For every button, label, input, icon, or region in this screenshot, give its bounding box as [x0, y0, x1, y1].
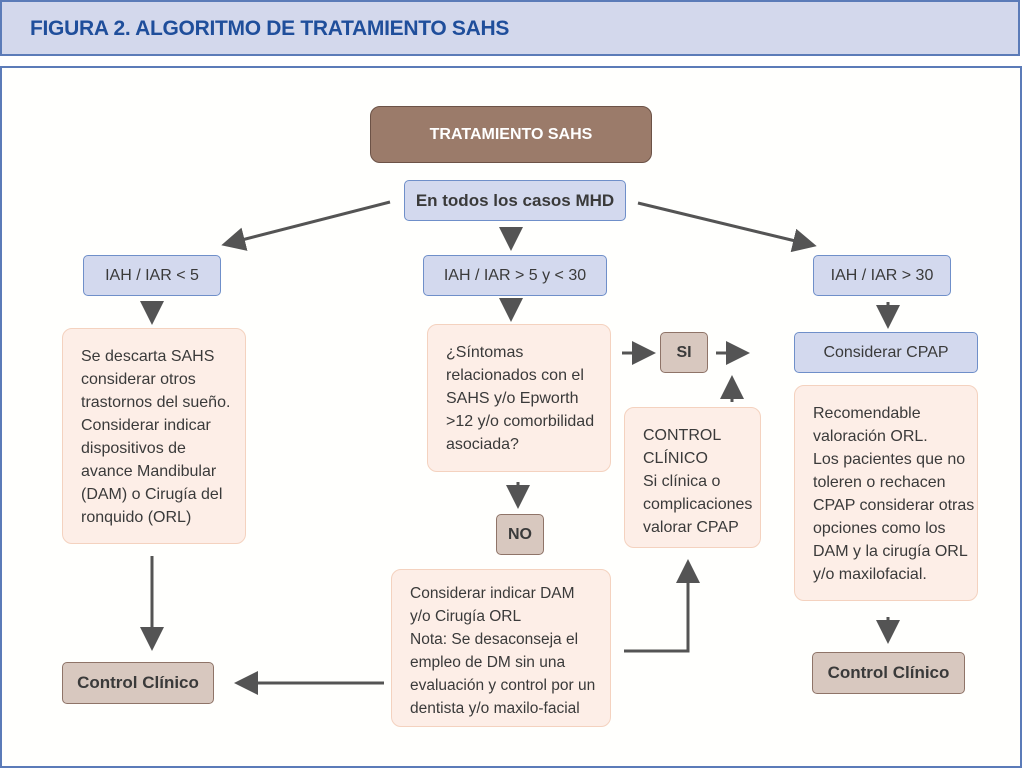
all-cases-node: En todos los casos MHD: [404, 180, 626, 221]
text-line: (DAM) o Cirugía del: [81, 486, 223, 503]
low-description: Se descarta SAHS considerar otros trasto…: [62, 328, 246, 544]
high-description: Recomendable valoración ORL. Los pacient…: [794, 385, 978, 601]
arrow-no-desc-to-control-box: [624, 559, 700, 653]
text-line: Si clínica o: [643, 473, 721, 490]
consider-cpap-node: Considerar CPAP: [794, 332, 978, 373]
no-node: NO: [496, 514, 544, 555]
iah-low-node: IAH / IAR < 5: [83, 255, 221, 296]
figure-title: FIGURA 2. ALGORITMO DE TRATAMIENTO SAHS: [30, 17, 510, 40]
text-line: CPAP considerar otras: [813, 497, 975, 514]
mid-question: ¿Síntomas relacionados con el SAHS y/o E…: [427, 324, 611, 472]
text-line: CONTROL: [643, 427, 722, 444]
yes-node: SI: [660, 332, 708, 373]
control-right-label: Control Clínico: [827, 663, 950, 682]
text-line: valorar CPAP: [643, 519, 739, 536]
text-line: trastornos del sueño.: [81, 394, 231, 411]
text-line: empleo de DM sin una: [410, 654, 566, 671]
control-clinico-box: CONTROL CLÍNICO Si clínica o complicacio…: [624, 407, 761, 548]
iah-high-label: IAH / IAR > 30: [830, 267, 934, 284]
text-line: opciones como los: [813, 520, 946, 537]
yes-label: SI: [676, 344, 692, 361]
text-line: complicaciones: [643, 496, 753, 513]
figure-header: FIGURA 2. ALGORITMO DE TRATAMIENTO SAHS: [0, 0, 1020, 56]
text-line: Los pacientes que no: [813, 451, 966, 468]
consider-cpap-label: Considerar CPAP: [823, 344, 949, 361]
arrow-mhd-to-high: [637, 201, 817, 253]
no-description: Considerar indicar DAM y/o Cirugía ORL N…: [391, 569, 611, 727]
all-cases-label: En todos los casos MHD: [415, 191, 615, 210]
text-line: y/o Cirugía ORL: [410, 608, 522, 625]
text-line: toleren o rechacen: [813, 474, 946, 491]
text-line: avance Mandibular: [81, 463, 217, 480]
text-line: Se descarta SAHS: [81, 348, 215, 365]
arrow-mhd-to-low: [221, 200, 391, 251]
text-line: considerar otros: [81, 371, 196, 388]
no-label: NO: [508, 526, 532, 543]
text-line: Nota: Se desaconseja el: [410, 631, 579, 648]
text-line: dispositivos de: [81, 440, 186, 457]
text-line: y/o maxilofacial.: [813, 566, 927, 583]
control-clinico-left: Control Clínico: [62, 662, 214, 704]
iah-mid-label: IAH / IAR > 5 y < 30: [443, 267, 587, 284]
text-line: asociada?: [446, 436, 519, 453]
iah-mid-node: IAH / IAR > 5 y < 30: [423, 255, 607, 296]
text-line: SAHS y/o Epworth: [446, 390, 579, 407]
iah-low-label: IAH / IAR < 5: [105, 267, 199, 284]
text-line: relacionados con el: [446, 367, 584, 384]
text-line: Considerar indicar DAM: [410, 585, 575, 602]
text-line: Recomendable: [813, 405, 921, 422]
text-line: CLÍNICO: [643, 450, 708, 467]
text-line: evaluación y control por un: [410, 677, 596, 694]
control-clinico-right: Control Clínico: [812, 652, 965, 694]
text-line: Considerar indicar: [81, 417, 211, 434]
control-left-label: Control Clínico: [77, 673, 199, 692]
text-line: ¿Síntomas: [446, 344, 524, 361]
root-node: TRATAMIENTO SAHS: [370, 106, 652, 163]
text-line: DAM y la cirugía ORL: [813, 543, 968, 560]
text-line: dentista y/o maxilo-facial: [410, 700, 580, 717]
root-label: TRATAMIENTO SAHS: [429, 126, 593, 143]
text-line: >12 y/o comorbilidad: [446, 413, 595, 430]
text-line: ronquido (ORL): [81, 509, 192, 526]
iah-high-node: IAH / IAR > 30: [813, 255, 951, 296]
text-line: valoración ORL.: [813, 428, 928, 445]
